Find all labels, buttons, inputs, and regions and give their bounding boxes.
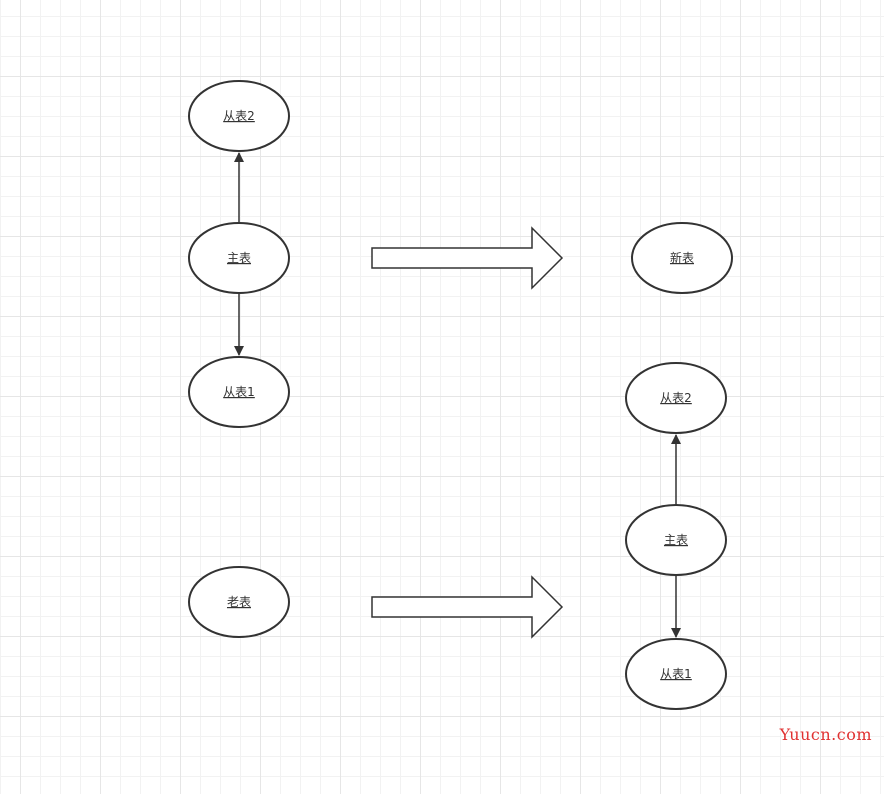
node-left-main: 主表 bbox=[189, 223, 289, 293]
node-left-sub1: 从表1 bbox=[189, 357, 289, 427]
node-left-old: 老表 bbox=[189, 567, 289, 637]
block-arrow-bottom bbox=[372, 577, 562, 637]
node-right-main: 主表 bbox=[626, 505, 726, 575]
node-left-sub2: 从表2 bbox=[189, 81, 289, 151]
node-right-sub1-label: 从表1 bbox=[660, 667, 692, 681]
node-left-old-label: 老表 bbox=[227, 595, 251, 609]
node-left-main-label: 主表 bbox=[227, 251, 251, 265]
node-right-sub1: 从表1 bbox=[626, 639, 726, 709]
node-right-sub2: 从表2 bbox=[626, 363, 726, 433]
node-left-sub1-label: 从表1 bbox=[223, 385, 255, 399]
node-right-sub2-label: 从表2 bbox=[660, 391, 692, 405]
watermark-text: Yuucn.com bbox=[780, 725, 872, 744]
node-right-new: 新表 bbox=[632, 223, 732, 293]
node-right-new-label: 新表 bbox=[670, 250, 694, 265]
node-right-main-label: 主表 bbox=[664, 533, 688, 547]
block-arrow-top bbox=[372, 228, 562, 288]
node-left-sub2-label: 从表2 bbox=[223, 109, 255, 123]
